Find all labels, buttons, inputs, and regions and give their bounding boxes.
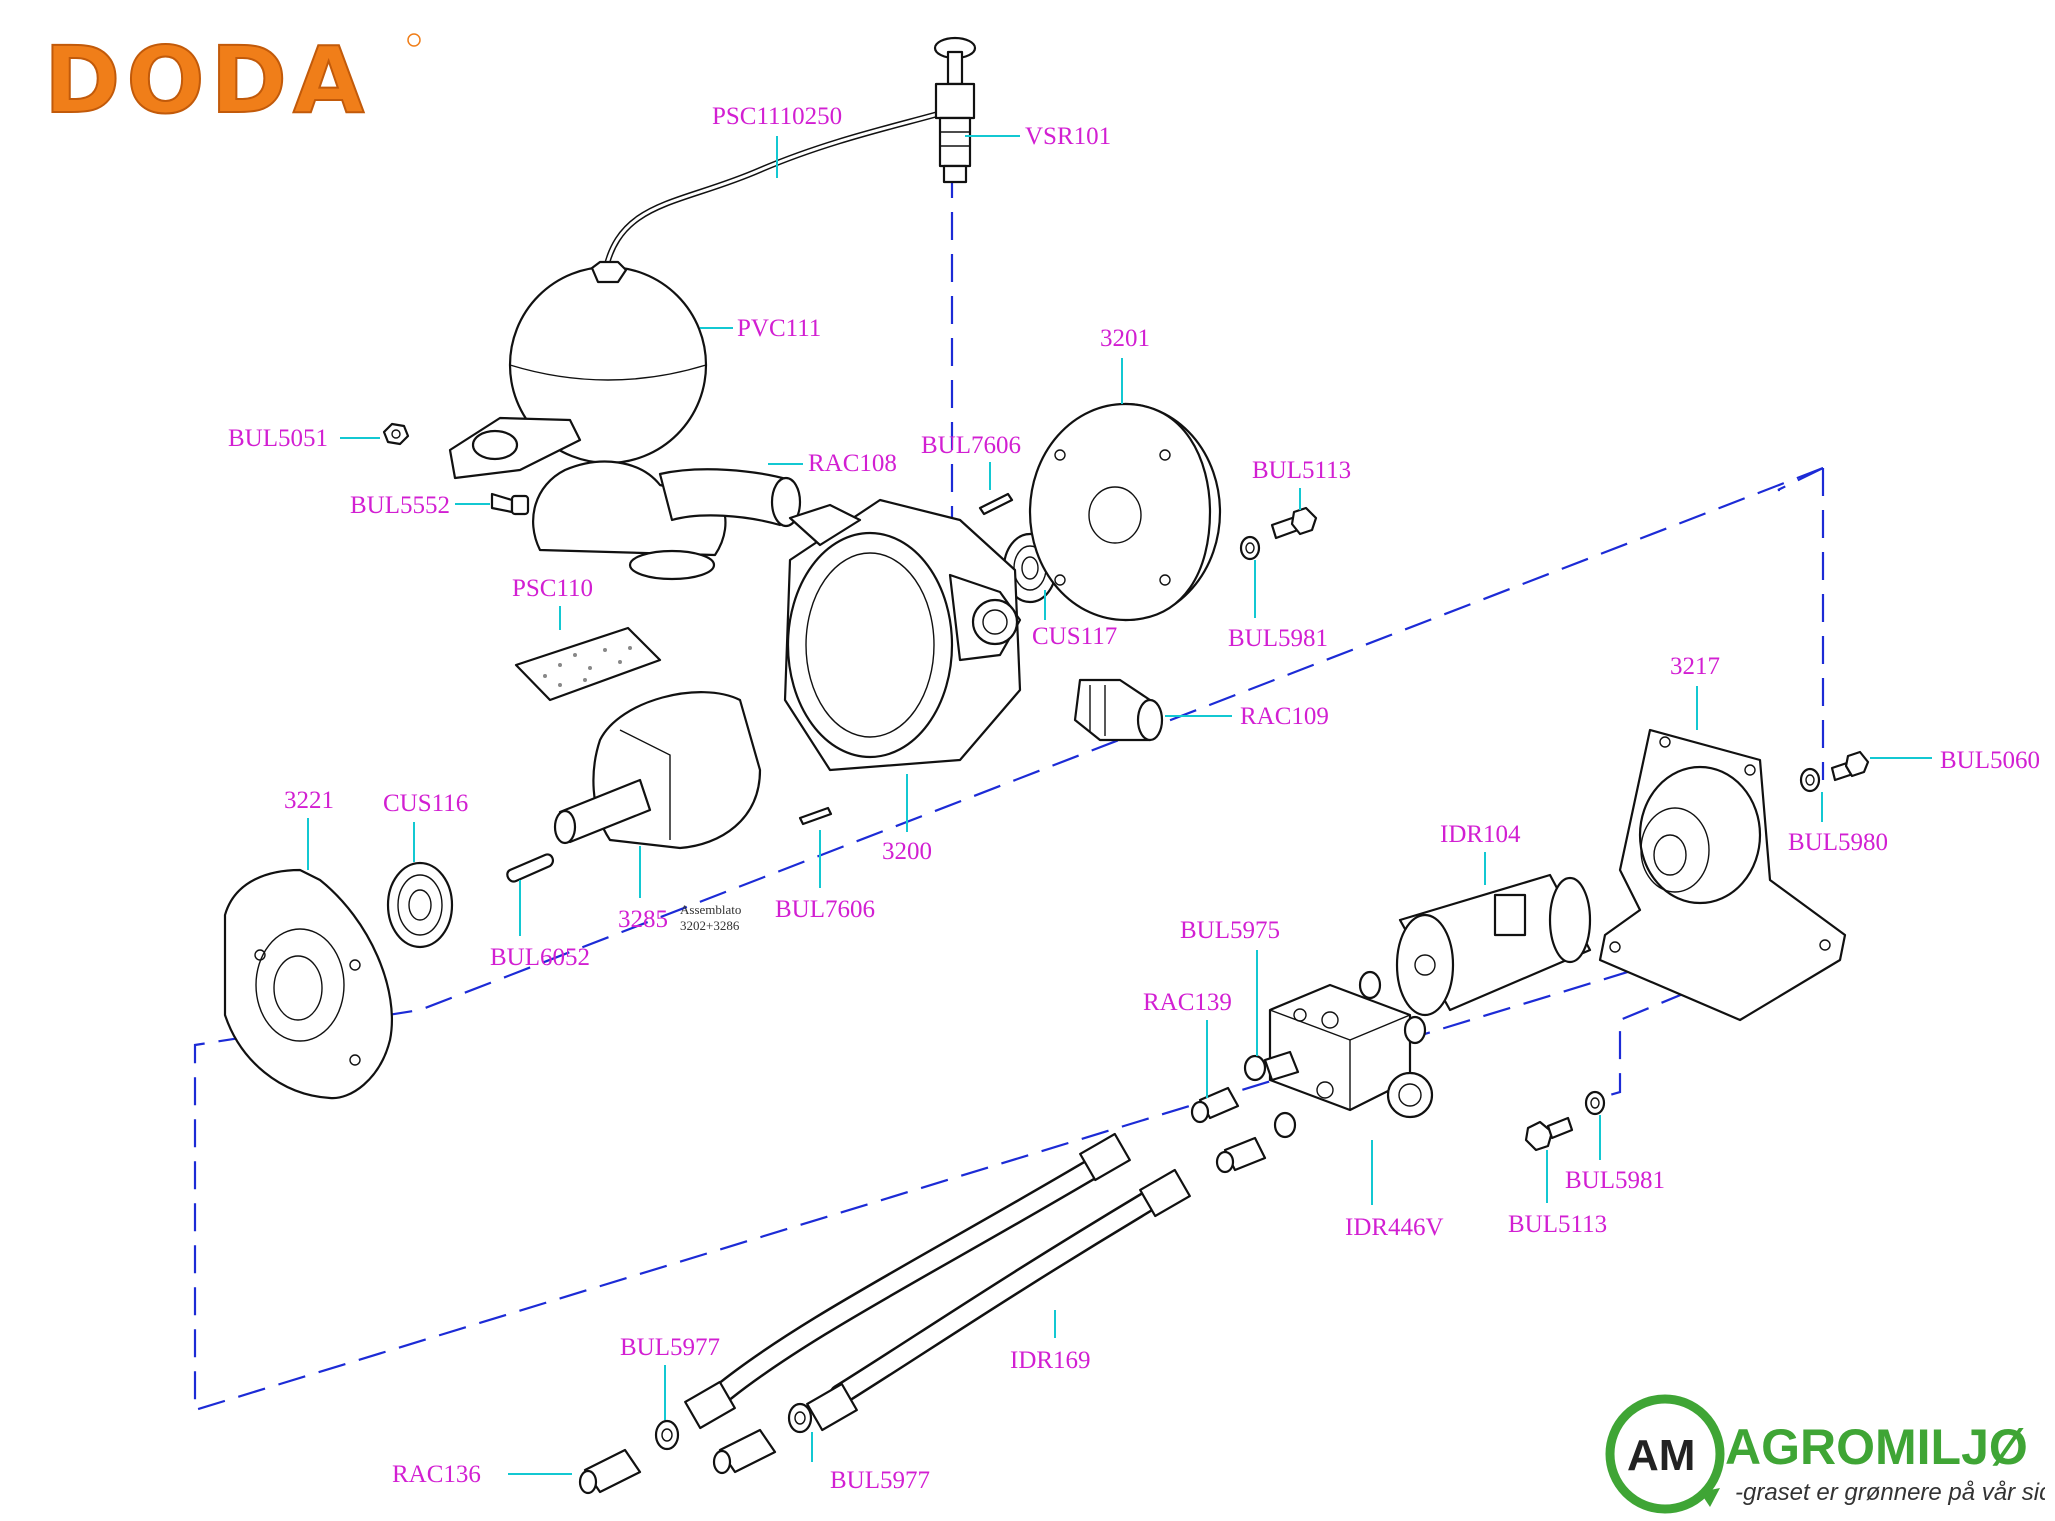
part-label-bul5981-top: BUL5981: [1228, 625, 1328, 652]
part-label-pvc111: PVC111: [737, 315, 821, 342]
part-label-bul7606-bottom: BUL7606: [775, 896, 875, 923]
agro-name: AGROMILJØ: [1725, 1419, 2028, 1475]
part-label-vsr101: VSR101: [1025, 123, 1111, 150]
washer-bul5977-bottom: [787, 1402, 813, 1434]
bolt-bul5113-top: [1270, 506, 1318, 540]
part-labels: PSC1110250VSR101PVC111BUL5051BUL5552RAC1…: [228, 103, 2040, 1494]
part-label-bul5977-top: BUL5977: [620, 1334, 720, 1361]
elbow-rac108: [532, 460, 802, 581]
assembly-note-line2: 3202+3286: [680, 918, 740, 933]
agro-badge-text: AM: [1627, 1431, 1695, 1480]
part-label-bul5552: BUL5552: [350, 492, 450, 519]
agromiljo-logo: AM AGROMILJØ -graset er grønnere på vår …: [1605, 1394, 2045, 1514]
washers-motor: [1358, 970, 1427, 1045]
washer-bul5977-top: [654, 1419, 680, 1451]
bearing-cus116: [386, 861, 454, 949]
pin-bul7606-bottom: [798, 806, 833, 826]
part-label-rac136: RAC136: [392, 1461, 481, 1488]
part-label-p3217: 3217: [1670, 653, 1720, 680]
part-label-idr169: IDR169: [1010, 1347, 1091, 1374]
leader-lines: [307, 135, 1932, 1475]
part-label-bul5060: BUL5060: [1940, 747, 2040, 774]
part-label-p3221: 3221: [284, 787, 334, 814]
rotor-3285: [553, 691, 762, 850]
gasket-psc110: [514, 626, 662, 702]
cover-plate-3201: [1028, 402, 1222, 622]
part-label-p3201: 3201: [1100, 325, 1150, 352]
agro-tagline: -graset er grønnere på vår side!: [1735, 1479, 2045, 1506]
bracket-3217: [1598, 728, 1847, 1022]
part-label-rac108: RAC108: [808, 450, 897, 477]
assembly-note-line1: Assemblato: [680, 902, 741, 917]
part-label-bul5975: BUL5975: [1180, 917, 1280, 944]
fitting-rac109: [1073, 678, 1164, 742]
valve-block-idr446v: [1268, 983, 1434, 1119]
part-label-bul5977-bottom: BUL5977: [830, 1467, 930, 1494]
part-label-psc1110250: PSC1110250: [712, 103, 842, 130]
bolt-bul5113-bottom: [1524, 1116, 1574, 1152]
part-label-psc110: PSC110: [512, 575, 593, 602]
doda-logo-text: DODA: [44, 30, 370, 130]
part-label-bul5980: BUL5980: [1788, 829, 1888, 856]
part-label-bul5981-bottom: BUL5981: [1565, 1167, 1665, 1194]
washer-bul5981-bottom: [1584, 1090, 1606, 1116]
part-label-bul5051: BUL5051: [228, 425, 328, 452]
part-label-idr446v: IDR446V: [1345, 1214, 1444, 1241]
hoses-idr169: [684, 1132, 1191, 1432]
part-label-bul5113-top: BUL5113: [1252, 457, 1351, 484]
part-label-idr104: IDR104: [1440, 821, 1521, 848]
hydraulic-motor-idr104: [1395, 873, 1592, 1017]
part-label-cus116: CUS116: [383, 790, 468, 817]
washer-bul5980: [1799, 767, 1821, 793]
part-label-bul5113-bottom: BUL5113: [1508, 1211, 1607, 1238]
part-label-bul7606-top: BUL7606: [921, 432, 1021, 459]
air-sphere-pvc111: [448, 260, 708, 480]
screw-bul5552: [490, 492, 530, 516]
doda-logo: DODA: [44, 30, 421, 130]
part-label-rac109: RAC109: [1240, 703, 1329, 730]
key-bul6052: [506, 853, 554, 883]
part-label-p3200: 3200: [882, 838, 932, 865]
part-label-rac139: RAC139: [1143, 989, 1232, 1016]
bolt-bul5060: [1830, 750, 1870, 782]
flange-3221: [223, 868, 393, 1100]
washer-bul5981-top: [1239, 535, 1261, 561]
nut-bul5051: [382, 422, 410, 446]
part-label-bul6052: BUL6052: [490, 944, 590, 971]
pin-bul7606-top: [978, 492, 1014, 516]
fitting-rac139: [1190, 1086, 1240, 1124]
valve-vsr101: [933, 36, 977, 184]
part-label-p3285: 3285: [618, 906, 668, 933]
pump-body-3200: [783, 498, 1022, 772]
hose-psc1110250: [602, 109, 946, 273]
part-label-cus117: CUS117: [1032, 623, 1117, 650]
fitting-rac139-lower: [1215, 1111, 1297, 1174]
fitting-rac136: [578, 1428, 777, 1495]
fitting-bul5975: [1243, 1050, 1300, 1082]
